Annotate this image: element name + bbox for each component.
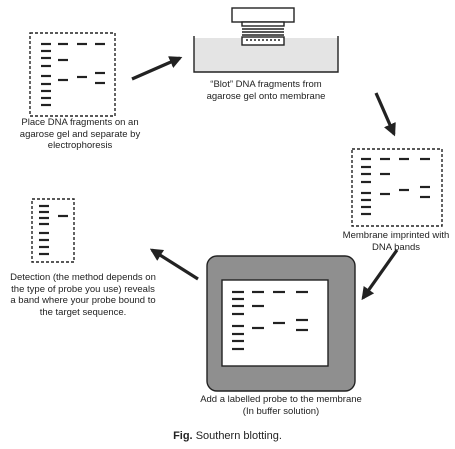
agarose-gel: [29, 32, 116, 117]
step5-label: Detection (the method depends on the typ…: [10, 272, 156, 318]
probe-buffer-box: [206, 255, 356, 392]
caption-text: Southern blotting.: [195, 430, 282, 442]
caption-prefix: Fig.: [173, 430, 193, 442]
step3-label: Membrane imprinted with DNA bands: [342, 230, 450, 253]
arrow-probe-to-detection: [149, 248, 199, 281]
step2-label: “Blot” DNA fragments from agarose gel on…: [206, 79, 326, 102]
detection-film: [31, 198, 75, 263]
step1-label: Place DNA fragments on an agarose gel an…: [19, 117, 141, 151]
arrow-blot-to-membrane: [374, 92, 396, 137]
arrow-gel-to-blot: [131, 56, 183, 81]
blotting-tray: [193, 7, 339, 73]
figure-caption: Fig. Southern blotting.: [0, 430, 455, 443]
membrane: [351, 148, 443, 227]
step4-label: Add a labelled probe to the membrane (In…: [200, 394, 362, 417]
arrow-membrane-to-probe: [361, 249, 399, 301]
